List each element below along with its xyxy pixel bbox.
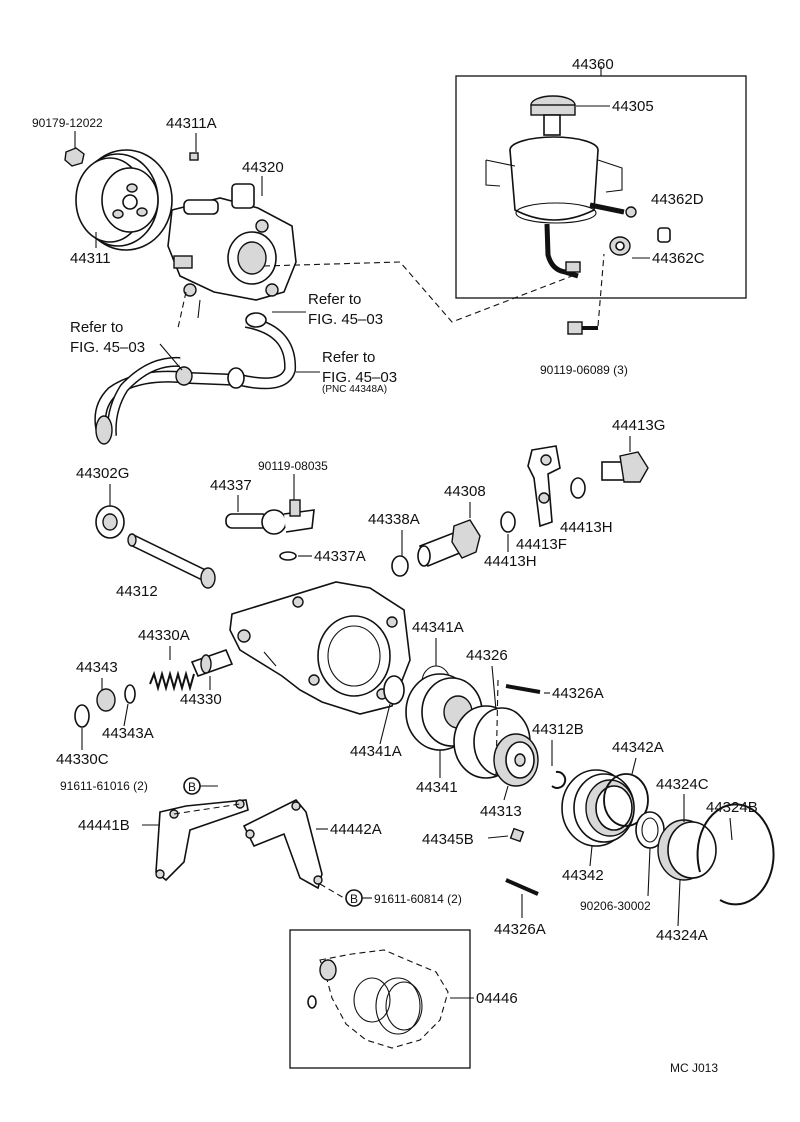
washer-44413H-right-illustration <box>570 477 586 499</box>
label-90206-30002: 90206-30002 <box>580 899 651 913</box>
oring-44341A-bottom-illustration <box>383 675 405 705</box>
pump-housing-illustration <box>229 581 411 715</box>
label-44337A: 44337A <box>314 548 366 565</box>
label-90179-12022: 90179-12022 <box>32 116 103 130</box>
refer-to-fig-label-2: FIG. 45–03 <box>70 339 145 356</box>
label-04446: 04446 <box>476 990 518 1007</box>
pressure-plate-44342-illustration <box>561 769 635 847</box>
label-91611-60814: 91611-60814 (2) <box>374 892 462 906</box>
pulley-44311-illustration <box>75 149 173 251</box>
label-44341A-top: 44341A <box>412 619 464 636</box>
pump-assembly-44320-illustration <box>167 183 297 319</box>
label-44342A: 44342A <box>612 739 664 756</box>
nut-90179-12022-illustration <box>64 147 85 167</box>
label-91611-61016: 91611-61016 (2) <box>60 779 148 793</box>
vane-44345B-illustration <box>509 827 525 843</box>
label-44345B: 44345B <box>422 831 474 848</box>
label-44326A-top: 44326A <box>552 685 604 702</box>
label-44413H-right: 44413H <box>560 519 613 536</box>
grommet-44362D-illustration <box>657 227 671 243</box>
svg-text:B: B <box>350 892 358 906</box>
union-bolt-44413G-illustration <box>601 451 649 483</box>
rotor-44313-illustration <box>493 733 539 787</box>
refer-to-fig-label-3: FIG. 45–03 <box>322 369 397 386</box>
label-44312: 44312 <box>116 583 158 600</box>
label-44330: 44330 <box>180 691 222 708</box>
label-44413F: 44413F <box>516 536 567 553</box>
snap-ring-44324B-illustration <box>696 803 775 906</box>
oring-44342A-illustration <box>603 773 649 827</box>
label-44330A: 44330A <box>138 627 190 644</box>
bolt-90119-06089-illustration <box>567 321 598 335</box>
refer-to-label-3: Refer to <box>322 349 375 366</box>
oring-44337A-illustration <box>279 551 297 561</box>
cap-44343-illustration <box>96 688 116 712</box>
grommet-44362C-illustration <box>609 236 631 256</box>
refer-to-label-1: Refer to <box>308 291 361 308</box>
label-44324C: 44324C <box>656 776 709 793</box>
label-44337: 44337 <box>210 477 252 494</box>
pnc-note: (PNC 44348A) <box>322 384 387 395</box>
label-44338A: 44338A <box>368 511 420 528</box>
pin-44326A-bottom-illustration <box>505 878 539 896</box>
label-44342: 44342 <box>562 867 604 884</box>
label-44362D: 44362D <box>651 191 704 208</box>
snap-ring-44312B-illustration <box>551 770 567 789</box>
valve-44330-illustration <box>190 648 234 678</box>
refer-to-label-2: Refer to <box>70 319 123 336</box>
label-44312B: 44312B <box>532 721 584 738</box>
key-44311A-illustration <box>189 152 199 161</box>
pin-44326A-top-illustration <box>505 684 541 694</box>
label-44330C: 44330C <box>56 751 109 768</box>
label-44343A: 44343A <box>102 725 154 742</box>
label-44320: 44320 <box>242 159 284 176</box>
label-44341A-bottom: 44341A <box>350 743 402 760</box>
washer-44413H-left-illustration <box>500 511 516 533</box>
label-44343: 44343 <box>76 659 118 676</box>
label-90119-06089: 90119-06089 (3) <box>540 363 628 377</box>
label-44341: 44341 <box>416 779 458 796</box>
hose-assembly-illustration <box>94 312 297 445</box>
valve-44308-illustration <box>417 519 481 568</box>
svg-text:B: B <box>188 780 196 794</box>
label-44362C: 44362C <box>652 250 705 267</box>
label-90119-08035: 90119-08035 <box>258 459 328 473</box>
label-44441B: 44441B <box>78 817 130 834</box>
label-44302G: 44302G <box>76 465 129 482</box>
label-44311A: 44311A <box>166 115 217 132</box>
gasket-kit-04446-illustration <box>307 949 449 1049</box>
seal-44302G-illustration <box>95 505 125 539</box>
label-44413H-left: 44413H <box>484 553 537 570</box>
label-44326A-bottom: 44326A <box>494 921 546 938</box>
oring-44338A-illustration <box>391 555 409 577</box>
bracket-44442A-illustration <box>242 799 323 890</box>
fitting-44337-illustration <box>225 499 315 535</box>
bracket-44413F-illustration <box>527 445 561 528</box>
oring-44343A-illustration <box>124 684 136 704</box>
b-marker-bottom: B <box>345 889 363 907</box>
label-44313: 44313 <box>480 803 522 820</box>
label-44324A: 44324A <box>656 927 708 944</box>
label-44413G: 44413G <box>612 417 665 434</box>
refer-to-fig-label-1: FIG. 45–03 <box>308 311 383 328</box>
spring-44330A-illustration <box>149 670 195 692</box>
b-marker-top: B <box>183 777 201 795</box>
label-44308: 44308 <box>444 483 486 500</box>
cover-44324C-illustration <box>657 819 717 881</box>
label-44326: 44326 <box>466 647 508 664</box>
label-44324B: 44324B <box>706 799 758 816</box>
label-44442A: 44442A <box>330 821 382 838</box>
gasket-kit-box <box>289 929 471 1069</box>
label-44360: 44360 <box>572 56 614 73</box>
bracket-44441B-illustration <box>155 799 249 882</box>
reservoir-tank-illustration <box>485 95 637 279</box>
snap-ring-44330C-illustration <box>74 704 90 728</box>
shaft-44312-illustration <box>127 533 216 589</box>
label-44305: 44305 <box>612 98 654 115</box>
drawing-code: MC J013 <box>670 1061 718 1075</box>
label-44311: 44311 <box>70 250 111 267</box>
